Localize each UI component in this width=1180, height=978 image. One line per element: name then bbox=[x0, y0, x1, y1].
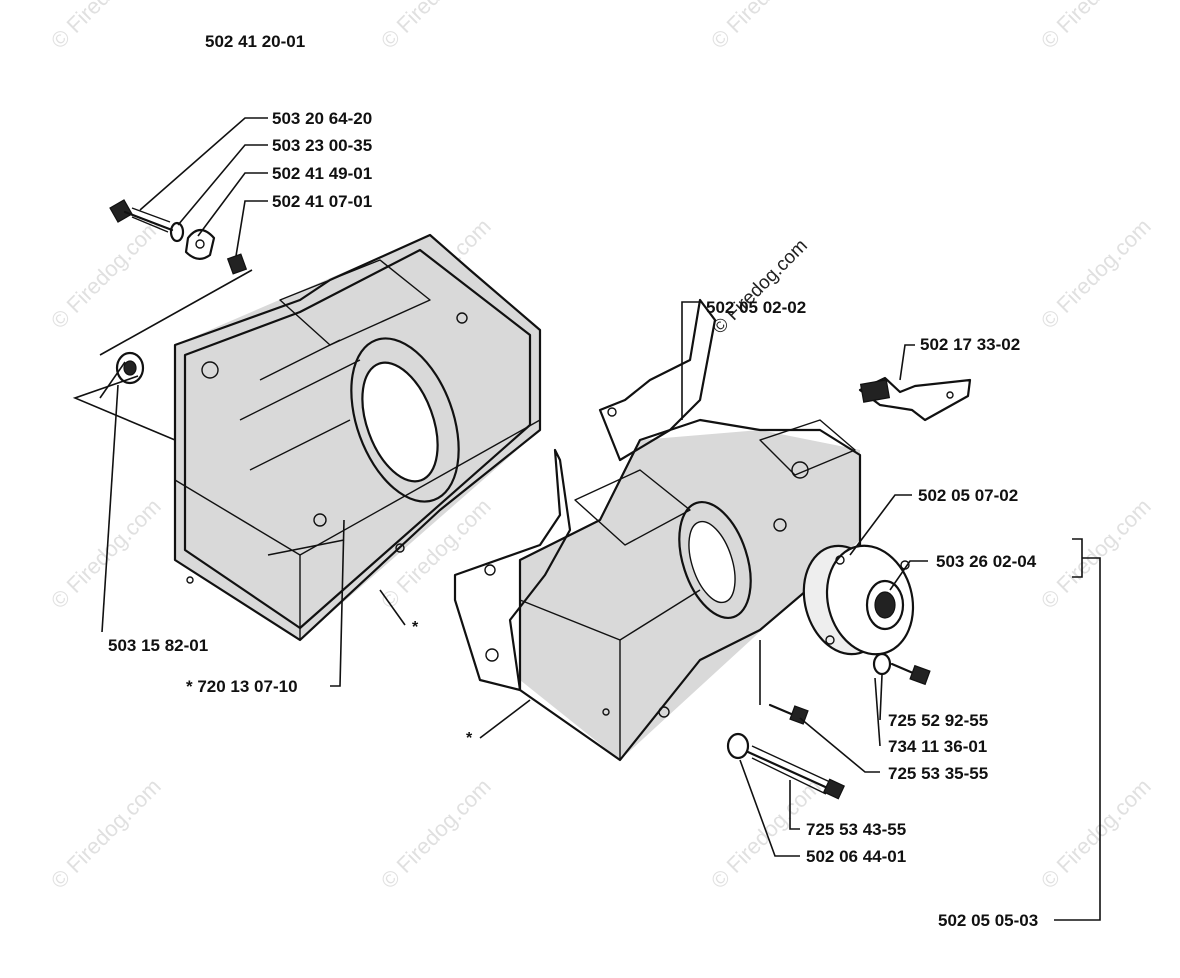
left-crankcase-half bbox=[173, 233, 542, 642]
part-label-502-06-44-01: 502 06 44-01 bbox=[806, 847, 906, 866]
watermark: © Firedog.com bbox=[376, 774, 496, 894]
cover-screw bbox=[872, 652, 931, 686]
watermark: © Firedog.com bbox=[376, 0, 496, 54]
watermark-dark: © Firedog.com bbox=[709, 235, 812, 338]
leader-lines bbox=[72, 117, 1101, 921]
part-label-503-20-64-20: 503 20 64-20 bbox=[272, 109, 372, 128]
part-label-725-53-43-55: 725 53 43-55 bbox=[806, 820, 906, 839]
part-label-503-23-00-35: 503 23 00-35 bbox=[272, 136, 372, 155]
watermark: © Firedog.com bbox=[46, 494, 166, 614]
part-label-725-53-35-55: 725 53 35-55 bbox=[888, 764, 988, 783]
watermark: © Firedog.com bbox=[1036, 214, 1156, 334]
asterisk-marker: * bbox=[466, 730, 473, 747]
right-crankcase-half bbox=[518, 418, 862, 762]
asterisk-marker: * bbox=[412, 619, 419, 636]
part-label-725-52-92-55: 725 52 92-55 bbox=[888, 711, 988, 730]
watermark: © Firedog.com bbox=[46, 214, 166, 334]
part-label-502-17-33-02: 502 17 33-02 bbox=[920, 335, 1020, 354]
part-label-720-13-07-10: * 720 13 07-10 bbox=[186, 677, 298, 696]
long-bolt bbox=[726, 732, 846, 800]
part-label-502-41-49-01: 502 41 49-01 bbox=[272, 164, 372, 183]
assembly-number: 502 41 20-01 bbox=[205, 32, 305, 51]
part-label-502-05-07-02: 502 05 07-02 bbox=[918, 486, 1018, 505]
watermark: © Firedog.com bbox=[1036, 0, 1156, 54]
part-label-502-05-02-02: 502 05 02-02 bbox=[706, 298, 806, 317]
bracket-part bbox=[858, 376, 972, 422]
watermark: © Firedog.com bbox=[1036, 494, 1156, 614]
grommet bbox=[115, 351, 145, 385]
part-label-734-11-36-01: 734 11 36-01 bbox=[888, 737, 987, 756]
watermark: © Firedog.com bbox=[706, 0, 826, 54]
part-label-503-26-02-04: 503 26 02-04 bbox=[936, 552, 1037, 571]
screw-stack bbox=[109, 199, 248, 275]
watermark: © Firedog.com bbox=[46, 774, 166, 894]
part-labels: 503 20 64-20 503 23 00-35 502 41 49-01 5… bbox=[108, 109, 1038, 930]
watermark: © Firedog.com bbox=[46, 0, 166, 54]
watermark: © Firedog.com bbox=[1036, 774, 1156, 894]
part-label-503-15-82-01: 503 15 82-01 bbox=[108, 636, 208, 655]
part-label-502-05-05-03: 502 05 05-03 bbox=[938, 911, 1038, 930]
small-screw bbox=[768, 703, 809, 725]
part-label-502-41-07-01: 502 41 07-01 bbox=[272, 192, 372, 211]
gasket bbox=[453, 298, 717, 692]
